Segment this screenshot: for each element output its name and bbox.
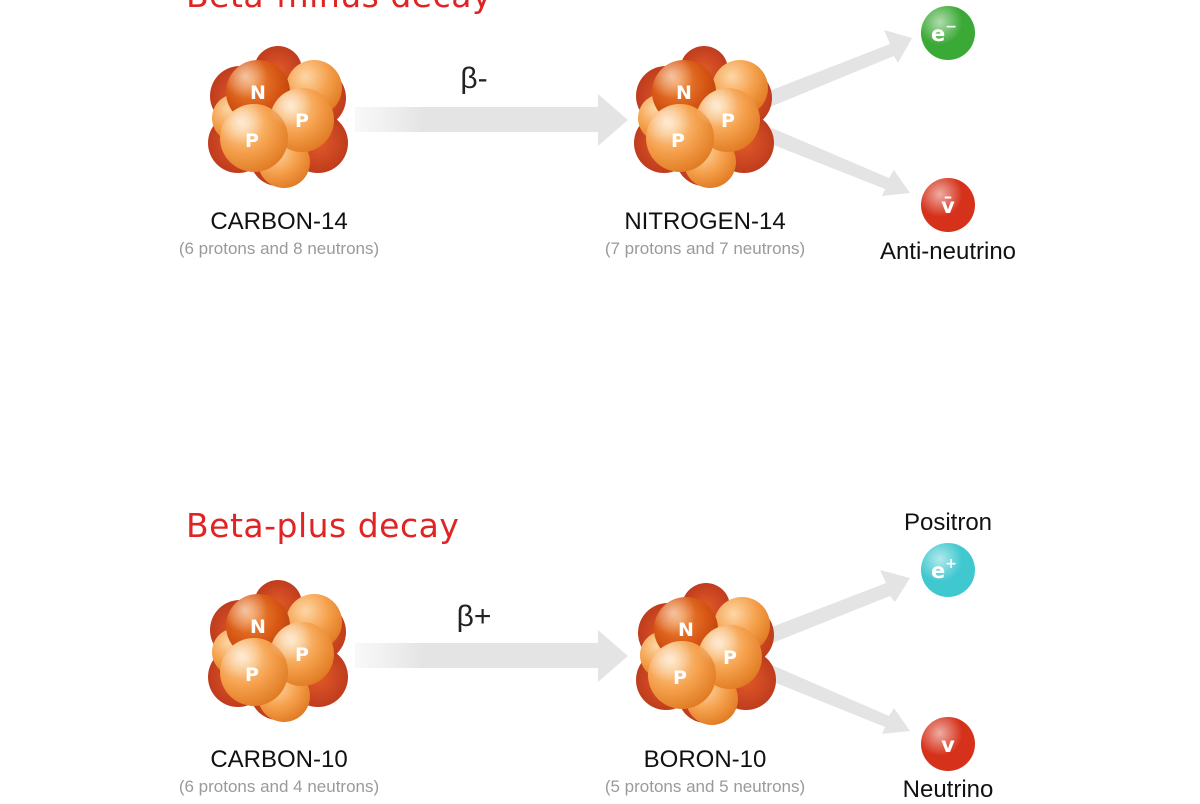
neutrino-label: Neutrino [902,776,994,803]
proton-label: P [671,130,685,152]
decay-arrow-plus [355,630,628,682]
parent-name: CARBON-14 [210,208,348,235]
proton-label: P [721,110,735,132]
branch-arrow-plus-bottom [766,665,910,734]
neutron-label: N [250,616,266,638]
daughter-composition: (7 protons and 7 neutrons) [604,239,806,258]
branch-arrow-minus-bottom [766,128,910,196]
proton-label: P [295,110,309,132]
svg-text:v̄: v̄ [941,194,955,218]
svg-text:e−: e− [931,19,957,46]
nucleus-boron-10: N P P [636,583,776,725]
particle-positron: e+ [921,543,975,597]
parent-name: CARBON-10 [210,746,348,773]
positron-label: Positron [903,509,993,536]
neutron-label: N [678,619,694,641]
arrow-label-beta-plus: β+ [456,600,492,633]
proton-label: P [295,644,309,666]
branch-arrow-minus-top [764,30,912,107]
section-title-beta-plus: Beta-plus decay [186,506,460,545]
proton-label: P [673,667,687,689]
svg-text:v: v [941,733,955,757]
decay-arrow-minus [355,94,628,146]
parent-composition: (6 protons and 8 neutrons) [178,239,380,258]
svg-text:e+: e+ [931,556,957,583]
daughter-name: NITROGEN-14 [624,208,786,235]
nucleus-nitrogen-14: N P P [634,46,774,188]
proton-label: P [245,664,259,686]
nucleus-carbon-10: N P P [208,580,348,722]
branch-arrow-plus-top [764,570,910,644]
daughter-name: BORON-10 [643,746,767,773]
antineutrino-label: Anti-neutrino [879,238,1017,265]
proton-label: P [245,130,259,152]
daughter-composition: (5 protons and 5 neutrons) [604,777,806,796]
particle-electron: e− [921,6,975,60]
particle-neutrino: v [921,717,975,771]
particle-antineutrino: v̄ [921,178,975,232]
nucleus-carbon-14: N P P [208,46,348,188]
arrow-label-beta-minus: β- [460,62,488,95]
parent-composition: (6 protons and 4 neutrons) [178,777,380,796]
proton-label: P [723,647,737,669]
neutron-label: N [250,82,266,104]
section-title-beta-minus: Beta-minus decay [186,0,492,15]
neutron-label: N [676,82,692,104]
